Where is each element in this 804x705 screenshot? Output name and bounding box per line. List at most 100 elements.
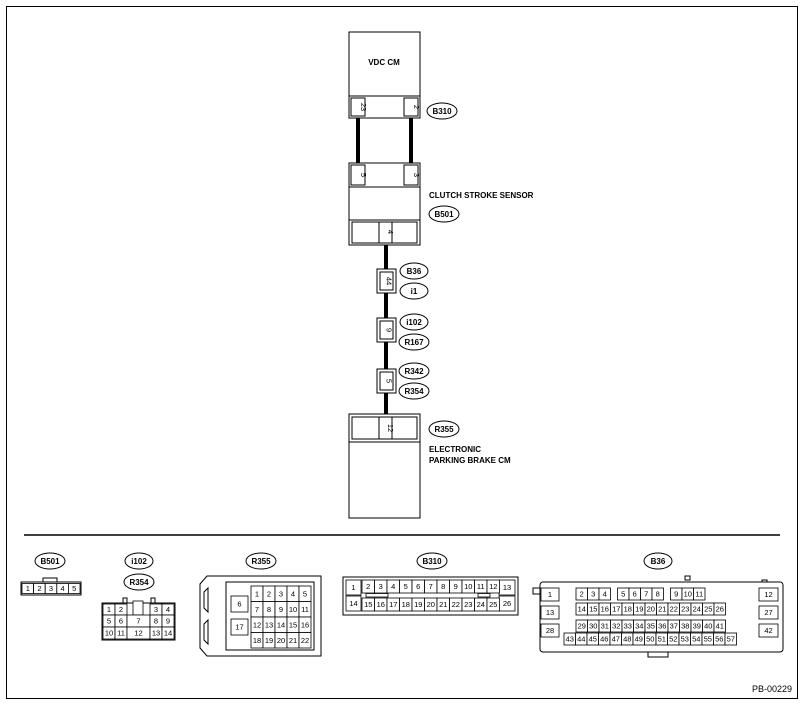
b36-pin-3: 3 [591,590,595,599]
b310-pin-22: 22 [452,600,460,609]
i102-pin-2: 2 [119,605,123,614]
b36-pin-4-box [598,587,611,601]
b36-pin-9: 9 [674,590,678,599]
b310-pin-23: 23 [464,600,472,609]
b36-pin-51: 51 [658,635,666,644]
view-tag-i102: i102 [131,557,147,566]
b36-pin-52: 52 [669,635,677,644]
b36-pin-44: 44 [577,635,585,644]
b310-pin-8: 8 [441,582,445,591]
b310-pin-6: 6 [416,582,420,591]
b36-pin-42-box [758,623,779,638]
b36-pin-39: 39 [693,622,701,631]
b501-pin-5: 5 [72,584,76,593]
pin-vdc-23: 23 [359,103,368,111]
i102-pin-4: 4 [166,605,170,614]
b36-pin-2: 2 [580,590,584,599]
b36-pin-22: 22 [670,605,678,614]
b310-pin-16: 16 [377,600,385,609]
tag-b36: B36 [399,262,429,280]
r355-pin-6-box [230,595,249,613]
b36-pin-38: 38 [681,622,689,631]
b501-pin-5-box [68,583,81,594]
b36-pin-30: 30 [589,622,597,631]
svg-text:B36: B36 [407,267,422,276]
view-tag-r354: R354 [129,578,149,587]
tag-b310: B310 [426,102,458,120]
i102-pin-7: 7 [136,617,140,626]
view-tag-b310: B310 [422,557,442,566]
svg-text:i102: i102 [406,318,422,327]
b36-pin-40: 40 [704,622,712,631]
tag-r167: R167 [398,333,430,351]
r355-pin-8: 8 [267,605,271,614]
r355-pin-1: 1 [255,589,259,598]
pin-epb-12: 12 [386,424,395,432]
i102-pin-6: 6 [119,617,123,626]
clutch-stroke-sensor: 5 3 4 [348,162,421,246]
b36-pin-47: 47 [612,635,620,644]
pin-cs-3: 3 [412,173,421,177]
b36-pin-13: 13 [546,608,554,617]
b36-pin-18: 18 [624,605,632,614]
b36-pin-54: 54 [692,635,700,644]
r355-pin-12: 12 [253,620,261,629]
b36-pin-14: 14 [578,605,586,614]
b36-pin-41: 41 [716,622,724,631]
view-tag-b501: B501 [40,557,60,566]
r355-pin-5: 5 [303,589,307,598]
b310-pin-12-box [486,579,500,594]
epb-label-line1: ELECTRONIC [429,445,481,454]
b36-pin-37: 37 [670,622,678,631]
tag-r354: R354 [398,382,430,400]
b310-pin-10: 10 [464,582,472,591]
r355-pin-20: 20 [277,636,285,645]
b310-pin-14: 14 [349,599,357,608]
tag-b501: B501 [428,205,460,223]
svg-text:B310: B310 [432,107,452,116]
b501-pin-2: 2 [37,584,41,593]
b36-pin-35: 35 [647,622,655,631]
i102-key-box [132,600,144,616]
b36-pin-26-box [713,602,726,616]
tag-i102: i102 [399,313,429,331]
svg-text:R342: R342 [404,367,424,376]
i102-pin-14-box [161,626,175,640]
b36-pin-53: 53 [681,635,689,644]
i102-pin-11: 11 [117,629,125,638]
b310-pin-15: 15 [364,600,372,609]
b36-pin-57: 57 [727,635,735,644]
i102-pin-13: 13 [152,629,160,638]
b36-pin-55: 55 [704,635,712,644]
b310-pin-17: 17 [389,600,397,609]
b36-pin-12-box [758,587,779,602]
r355-pin-21: 21 [289,636,297,645]
r355-pin-9: 9 [279,605,283,614]
b36-pin-41-box [713,619,726,633]
b310-pin-26: 26 [503,599,511,608]
svg-text:R355: R355 [434,425,454,434]
i102-pin-12: 12 [134,629,142,638]
r355-pin-22: 22 [301,636,309,645]
b310-pin-25-box [486,597,500,612]
b36-pin-36: 36 [658,622,666,631]
r355-pin-6: 6 [237,600,241,609]
b310-pin-24: 24 [477,600,485,609]
b36-pin-8-box [651,587,664,601]
b310-pin-18: 18 [402,600,410,609]
epb-cm-module: 12 [348,413,421,519]
r355-pin-22-box [298,632,312,649]
b310-pin-7: 7 [429,582,433,591]
b310-pin-14-box [345,595,362,612]
b36-pin-19: 19 [635,605,643,614]
pin-jc-5: 5 [385,379,394,383]
b310-pin-25: 25 [489,600,497,609]
r355-pin-18: 18 [253,636,261,645]
b36-pin-11-box [693,587,706,601]
i102-pin-10: 10 [105,629,113,638]
r355-pin-7: 7 [255,605,259,614]
b36-pin-20: 20 [647,605,655,614]
pin-cs-5: 5 [359,173,368,177]
